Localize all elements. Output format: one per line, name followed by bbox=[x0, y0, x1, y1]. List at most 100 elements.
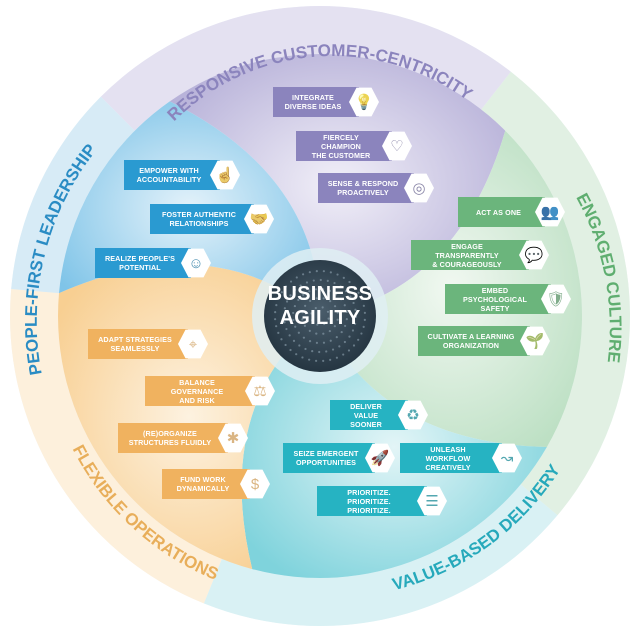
center-dot bbox=[335, 336, 338, 339]
center-dot bbox=[322, 270, 325, 273]
practice-label-line2: PROACTIVELY bbox=[337, 188, 389, 197]
center-dot bbox=[363, 311, 366, 314]
center-dot bbox=[284, 343, 287, 347]
practice-label-line2: CREATIVELY bbox=[425, 462, 471, 472]
center-dot bbox=[334, 293, 338, 296]
center-dot bbox=[336, 273, 339, 276]
center-dot bbox=[333, 281, 336, 285]
center-dot bbox=[302, 336, 306, 339]
practice-label-line2: STRUCTURES FLUIDLY bbox=[128, 438, 212, 447]
center-dot bbox=[305, 281, 309, 284]
center-dot bbox=[285, 327, 288, 331]
center-dot bbox=[275, 304, 278, 307]
center-dot bbox=[308, 358, 311, 361]
outer-band-teal bbox=[203, 484, 558, 626]
center-dot bbox=[353, 285, 356, 289]
center-dot bbox=[321, 288, 325, 291]
center-dot bbox=[280, 291, 283, 294]
outer-band-blue bbox=[11, 96, 135, 294]
practice-label-line1: ADAPT STRATEGIES bbox=[98, 335, 172, 344]
center-dot bbox=[292, 318, 295, 322]
practice-label-line1: SEIZE EMERGENT bbox=[293, 449, 359, 458]
center-dot bbox=[302, 273, 305, 276]
center-dot bbox=[275, 325, 278, 328]
center-dot bbox=[349, 295, 352, 298]
center-dot bbox=[309, 299, 312, 303]
practice-label-line2: PRIORITIZE. bbox=[347, 505, 391, 515]
center-dot bbox=[304, 347, 307, 351]
center-dot bbox=[301, 311, 304, 314]
practice-green-1: ACT AS ONE👥 bbox=[458, 197, 565, 227]
center-dot bbox=[315, 332, 318, 335]
center-dot bbox=[277, 297, 280, 300]
center-dot bbox=[311, 350, 314, 353]
outer-bands bbox=[9, 6, 630, 626]
practice-label-line1: ENGAGE TRANSPARENTLY bbox=[435, 241, 499, 260]
center-dot bbox=[322, 332, 325, 335]
center-title-line1: BUSINESS bbox=[267, 283, 373, 305]
center-dot bbox=[314, 288, 318, 291]
center-dot bbox=[352, 344, 356, 347]
center-dot bbox=[338, 345, 341, 348]
center-dot bbox=[304, 304, 307, 307]
center-dot bbox=[274, 318, 277, 321]
center-dot bbox=[327, 317, 330, 320]
center-dots bbox=[274, 270, 366, 362]
center-dot bbox=[329, 300, 332, 303]
center-dot bbox=[347, 349, 351, 352]
center-dot bbox=[339, 285, 342, 288]
center-dot bbox=[295, 353, 298, 356]
center-dot bbox=[348, 335, 351, 338]
practice-label-line2: DYNAMICALLY bbox=[176, 484, 230, 493]
center-dot bbox=[340, 298, 343, 301]
center-dot bbox=[277, 331, 280, 334]
center-dot bbox=[322, 359, 325, 362]
center-dot bbox=[315, 270, 318, 273]
center-dot bbox=[328, 329, 331, 333]
center-dot bbox=[331, 348, 335, 351]
center-dot bbox=[333, 325, 336, 328]
practice-label-line1: FIERCELY CHAMPION bbox=[321, 132, 361, 151]
practice-label-line1: EMBED PSYCHOLOGICAL bbox=[463, 285, 527, 304]
practice-label: ACT AS ONE bbox=[458, 197, 545, 227]
practice-teal-4: PRIORITIZE. PRIORITIZE.PRIORITIZE.☰ bbox=[317, 486, 447, 516]
center-dot bbox=[354, 315, 358, 318]
center-dot bbox=[329, 271, 332, 274]
practice-label-line2: ACCOUNTABILITY bbox=[136, 175, 202, 184]
center-dot bbox=[274, 311, 277, 314]
practice-label-line2: RELATIONSHIPS bbox=[169, 219, 229, 228]
center-dot bbox=[333, 305, 337, 308]
center-dot bbox=[348, 280, 351, 284]
center-dot bbox=[342, 276, 345, 279]
practice-label-line1: CULTIVATE A LEARNING bbox=[427, 332, 515, 341]
practice-label-line2: SAFETY bbox=[480, 303, 510, 313]
center-dot bbox=[308, 271, 311, 274]
center-dot bbox=[282, 314, 286, 317]
practice-green-2: ENGAGE TRANSPARENTLY& COURAGEOUSLY💬 bbox=[411, 240, 549, 270]
center-dot bbox=[297, 331, 300, 334]
center-dot bbox=[299, 284, 302, 287]
practice-label-line1: SENSE & RESPOND bbox=[327, 179, 399, 188]
practice-label-line1: UNLEASH WORKFLOW bbox=[425, 444, 471, 463]
center-dot bbox=[322, 297, 325, 300]
center-dot bbox=[362, 325, 365, 328]
center-dot bbox=[280, 338, 283, 341]
center-dot bbox=[345, 310, 348, 314]
center-dot bbox=[314, 306, 317, 310]
center-dot bbox=[343, 340, 346, 344]
center-dot bbox=[308, 329, 311, 332]
